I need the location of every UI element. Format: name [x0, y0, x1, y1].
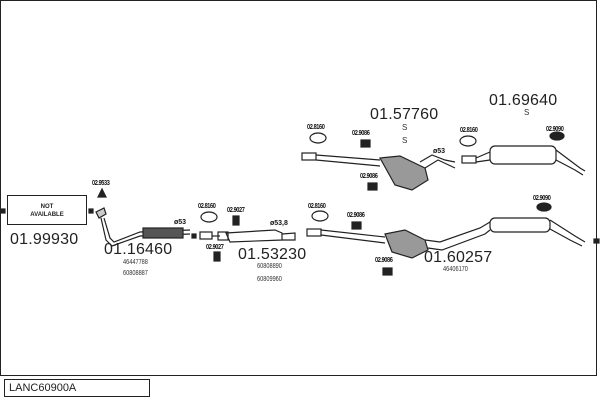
accessory-02-8160[interactable]: 02.8160	[198, 203, 216, 210]
not-available-box: NOT AVAILABLE	[7, 195, 87, 225]
oem-number: 60808887	[123, 270, 148, 277]
accessory-02-8160[interactable]: 02.8160	[307, 124, 325, 131]
accessory-02-8160[interactable]: 02.8160	[460, 127, 478, 134]
accessory-02-9086[interactable]: 02.9086	[375, 257, 393, 264]
accessory-02-9090[interactable]: 02.9090	[533, 195, 551, 202]
diameter-label: ø53	[433, 148, 446, 155]
accessory-02-8160[interactable]: 02.8160	[308, 203, 326, 210]
diagram-code: LANC60900A	[4, 379, 150, 397]
accessory-02-9086[interactable]: 02.9086	[347, 212, 365, 219]
connector-marker	[88, 208, 94, 214]
front-pipe-shape	[95, 207, 191, 247]
gasket-shape	[97, 187, 107, 198]
note-s: S	[402, 123, 408, 132]
note-s: S	[402, 136, 408, 145]
part-number-01-53230[interactable]: 01.53230	[238, 246, 307, 263]
clamp-shapes	[200, 132, 477, 223]
oem-number: 60808890	[257, 263, 282, 270]
part-number-01-99930[interactable]: 01.99930	[10, 231, 79, 248]
diagram-frame	[0, 0, 597, 376]
note-s: S	[524, 108, 530, 117]
connector-marker	[593, 238, 600, 244]
part-number-01-69640[interactable]: 01.69640	[489, 92, 558, 109]
part-number-01-16460[interactable]: 01.16460	[104, 241, 173, 258]
accessory-02-9533[interactable]: 02.9533	[92, 180, 110, 187]
oem-number: 46447788	[123, 259, 148, 266]
accessory-02-9090[interactable]: 02.9090	[546, 126, 564, 133]
diameter-label: ø53,8	[270, 220, 288, 227]
intermediate-pipe-shape	[199, 229, 296, 243]
accessory-02-9027[interactable]: 02.9027	[206, 244, 224, 251]
connector-marker	[191, 233, 197, 239]
accessory-02-9086[interactable]: 02.9086	[352, 130, 370, 137]
not-available-text: NOT	[40, 204, 54, 210]
accessory-02-9086[interactable]: 02.9086	[360, 173, 378, 180]
oem-number: 46406170	[443, 266, 468, 273]
diameter-label: ø53	[174, 219, 187, 226]
connector-marker	[0, 208, 6, 214]
center-muffler-upper-shape	[301, 152, 456, 191]
hanger-shapes	[213, 131, 565, 276]
part-number-01-60257[interactable]: 01.60257	[424, 249, 493, 266]
rear-system-lower-shape	[306, 217, 586, 259]
not-available-text: AVAILABLE	[30, 212, 64, 218]
accessory-02-9027[interactable]: 02.9027	[227, 207, 245, 214]
part-number-01-57760[interactable]: 01.57760	[370, 106, 439, 123]
rear-muffler-upper-shape	[461, 145, 586, 176]
oem-number: 60809960	[257, 276, 282, 283]
